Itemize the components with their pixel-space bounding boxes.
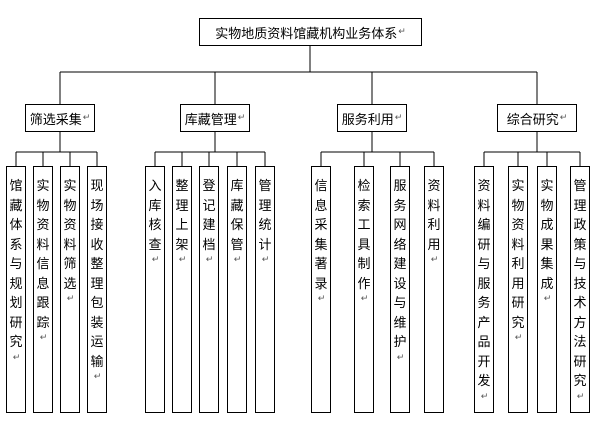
leaf-node-label: 管理统计 [258,179,272,253]
leaf-node: 管理统计 ↵ [255,166,275,413]
paragraph-mark: ↵ [237,113,246,123]
leaf-node: 实物成果集成 ↵ [537,166,557,413]
paragraph-mark: ↵ [151,255,160,265]
leaf-node-label: 资料利用 [427,179,441,253]
leaf-node: 信息采集著录 ↵ [311,166,331,413]
leaf-node-label: 库藏保管 [230,179,244,253]
paragraph-mark: ↵ [559,113,568,123]
paragraph-mark: ↵ [82,113,91,123]
paragraph-mark: ↵ [317,294,326,304]
root-node: 实物地质资料馆藏机构业务体系↵ [199,18,422,46]
leaf-node: 现场接收整理包装运输 ↵ [87,166,107,413]
leaf-node-label: 服务网络建设与维护 [393,179,407,350]
leaf-node-label: 管理政策与技术方法研究 [573,179,587,389]
leaf-node: 资料利用 ↵ [424,166,444,413]
leaf-node: 实物资料信息跟踪 ↵ [33,166,53,413]
leaf-node-label: 资料编研与服务产品开发 [477,179,491,389]
branch-node-label: 筛选采集 [29,112,82,128]
paragraph-mark: ↵ [93,372,102,382]
leaf-node: 资料编研与服务产品开发 ↵ [474,166,494,413]
paragraph-mark: ↵ [205,255,214,265]
leaf-node: 入库核查 ↵ [145,166,165,413]
branch-node: 库藏管理↵ [180,104,250,132]
leaf-node: 检索工具制作 ↵ [354,166,374,413]
leaf-node-label: 现场接收整理包装运输 [90,179,104,370]
branch-node-label: 综合研究 [506,112,559,128]
leaf-node-label: 馆藏体系与规划研究 [9,179,23,350]
paragraph-mark: ↵ [261,255,270,265]
leaf-node: 登记建档 ↵ [199,166,219,413]
paragraph-mark: ↵ [576,391,585,402]
paragraph-mark: ↵ [12,352,21,363]
paragraph-mark: ↵ [430,255,439,265]
paragraph-mark: ↵ [398,27,406,37]
leaf-node: 馆藏体系与规划研究 ↵ [6,166,26,413]
leaf-node: 整理上架 ↵ [172,166,192,413]
branch-node: 综合研究↵ [497,104,577,132]
leaf-node: 服务网络建设与维护 ↵ [390,166,410,413]
paragraph-mark: ↵ [480,391,489,402]
paragraph-mark: ↵ [66,294,75,304]
leaf-node-label: 入库核查 [148,179,162,253]
leaf-node-label: 登记建档 [202,179,216,253]
leaf-node: 实物资料筛选 ↵ [60,166,80,413]
paragraph-mark: ↵ [543,294,552,304]
leaf-node: 实物资料利用研究 ↵ [508,166,528,413]
leaf-node-label: 实物资料信息跟踪 [36,179,50,331]
leaf-node-label: 整理上架 [175,179,189,253]
branch-node-label: 服务利用 [341,112,394,128]
paragraph-mark: ↵ [394,113,403,123]
leaf-node: 库藏保管 ↵ [227,166,247,413]
paragraph-mark: ↵ [396,352,405,363]
leaf-node-label: 实物成果集成 [540,179,554,292]
paragraph-mark: ↵ [514,333,523,343]
leaf-node-label: 信息采集著录 [314,179,328,292]
leaf-node-label: 实物资料利用研究 [511,179,525,331]
branch-node: 筛选采集↵ [25,104,95,132]
branch-node-label: 库藏管理 [184,112,237,128]
paragraph-mark: ↵ [360,294,369,304]
paragraph-mark: ↵ [39,333,48,343]
leaf-node-label: 实物资料筛选 [63,179,77,292]
paragraph-mark: ↵ [178,255,187,265]
leaf-node-label: 检索工具制作 [357,179,371,292]
leaf-node: 管理政策与技术方法研究 ↵ [570,166,590,413]
root-node-label: 实物地质资料馆藏机构业务体系 [215,26,398,42]
branch-node: 服务利用↵ [337,104,407,132]
paragraph-mark: ↵ [233,255,242,265]
